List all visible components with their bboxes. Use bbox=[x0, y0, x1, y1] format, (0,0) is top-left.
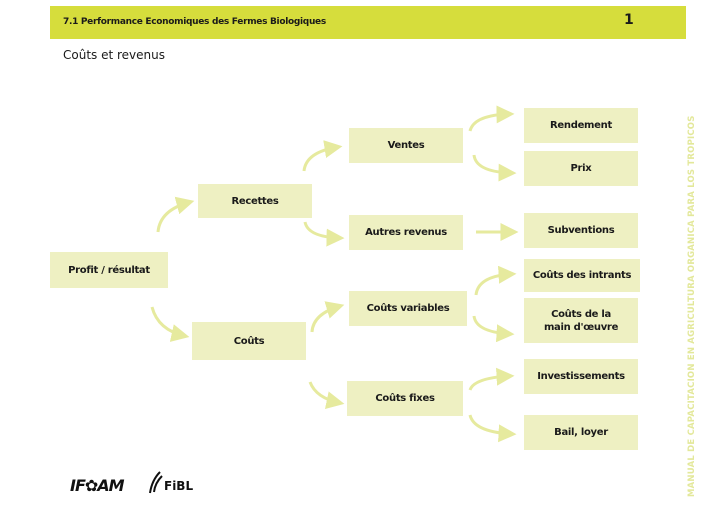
fibl-leaf-icon bbox=[149, 471, 163, 494]
node-prix: Prix bbox=[524, 151, 638, 186]
arrow-recettes-to-autres bbox=[303, 221, 345, 247]
node-ventes: Ventes bbox=[349, 128, 463, 163]
ifoam-logo: IF✿AM bbox=[70, 476, 125, 495]
node-investissements: Investissements bbox=[524, 359, 638, 394]
arrow-profit-to-couts bbox=[150, 306, 190, 342]
node-bail-loyer: Bail, loyer bbox=[524, 415, 638, 450]
arrow-couts-to-fixes bbox=[308, 381, 345, 410]
node-profit: Profit / résultat bbox=[50, 252, 168, 288]
node-ventes-label: Ventes bbox=[387, 140, 425, 151]
side-vertical-text: MANUAL DE CAPACITACION EN AGRICULTURA OR… bbox=[687, 115, 697, 497]
node-recettes: Recettes bbox=[198, 184, 312, 218]
node-couts-main-oeuvre-line1: Coûts de la bbox=[551, 308, 611, 320]
node-couts-intrants-label: Coûts des intrants bbox=[532, 270, 632, 281]
node-investissements-label: Investissements bbox=[537, 371, 625, 382]
arrow-recettes-to-ventes bbox=[302, 140, 343, 172]
node-prix-label: Prix bbox=[570, 163, 592, 174]
node-couts-variables: Coûts variables bbox=[349, 291, 467, 326]
arrow-variables-to-intrants bbox=[474, 265, 517, 296]
arrow-ventes-to-rendement bbox=[468, 105, 515, 132]
node-subventions: Subventions bbox=[524, 213, 638, 248]
node-autres-revenus: Autres revenus bbox=[349, 215, 463, 250]
slide-subtitle: Coûts et revenus bbox=[63, 48, 165, 62]
node-rendement: Rendement bbox=[524, 108, 638, 143]
node-couts-variables-label: Coûts variables bbox=[366, 303, 450, 314]
node-couts: Coûts bbox=[192, 322, 306, 360]
arrow-profit-to-recettes bbox=[156, 196, 195, 233]
slide-number: 1 bbox=[624, 12, 634, 28]
node-couts-fixes: Coûts fixes bbox=[347, 381, 463, 416]
arrow-variables-to-mainoeuvre bbox=[472, 315, 515, 343]
node-bail-loyer-label: Bail, loyer bbox=[554, 427, 608, 438]
node-couts-intrants: Coûts des intrants bbox=[524, 259, 640, 292]
slide-title: 7.1 Performance Economiques des Fermes B… bbox=[63, 17, 326, 27]
node-autres-revenus-label: Autres revenus bbox=[365, 227, 447, 238]
node-couts-fixes-label: Coûts fixes bbox=[375, 393, 435, 404]
node-couts-label: Coûts bbox=[233, 335, 265, 347]
arrow-fixes-to-investissements bbox=[468, 367, 515, 391]
node-subventions-label: Subventions bbox=[547, 225, 615, 236]
header-bar bbox=[50, 6, 686, 39]
fibl-logo: FiBL bbox=[164, 479, 194, 493]
arrow-ventes-to-prix bbox=[472, 154, 517, 182]
node-couts-main-oeuvre-line2: main d'œuvre bbox=[543, 321, 619, 333]
node-recettes-label: Recettes bbox=[231, 195, 279, 207]
arrow-fixes-to-bail bbox=[468, 414, 517, 443]
node-rendement-label: Rendement bbox=[550, 120, 612, 131]
node-profit-label: Profit / résultat bbox=[68, 264, 150, 276]
arrow-couts-to-variables bbox=[310, 301, 345, 333]
